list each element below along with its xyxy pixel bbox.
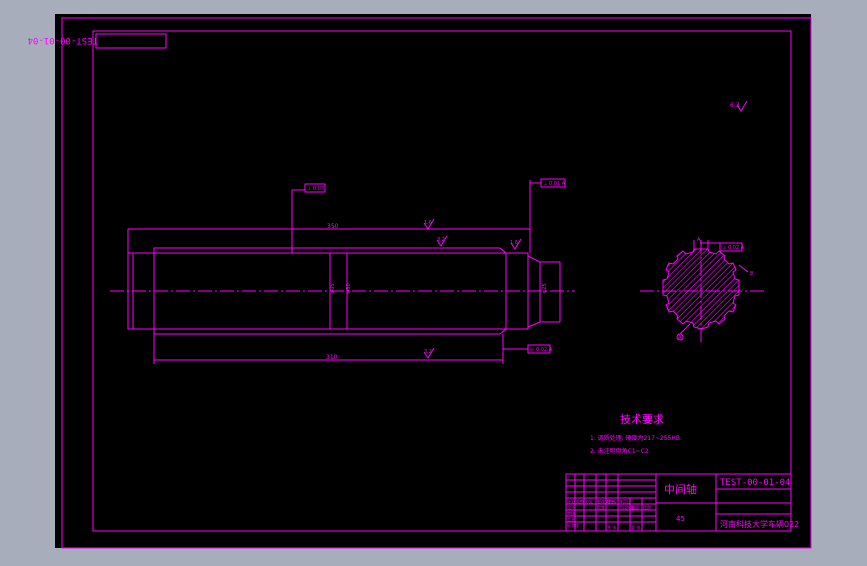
dimension-lines bbox=[127, 180, 541, 364]
tb-row-label-5: 年月日 bbox=[619, 498, 631, 504]
title-part-name: 中间轴 bbox=[664, 482, 697, 496]
roughness-symbol-1 bbox=[423, 218, 435, 230]
tb-sub-label-2: 工艺 bbox=[567, 517, 575, 522]
roughness-3-value: 1.6 bbox=[510, 240, 518, 246]
tb-stage-label-2: 比例 bbox=[643, 504, 651, 510]
title-material: 45 bbox=[676, 515, 685, 523]
dim-diameter-2: φ30 bbox=[346, 283, 352, 293]
roughness-global-value: 6.3 bbox=[730, 102, 740, 109]
tb-row-label-2: 分区 bbox=[585, 498, 593, 504]
datum-label: A bbox=[697, 237, 701, 243]
tolerance-bottom-text: ◎ 0.02 A bbox=[530, 347, 553, 353]
inner-frame bbox=[92, 30, 792, 532]
tb-row-label-4: 签名 bbox=[607, 498, 615, 504]
tolerance-frame-bottom bbox=[527, 344, 551, 354]
code-stamp-text: TEST-00-01-04 bbox=[28, 35, 98, 45]
tb-row-label-0: 标记 bbox=[567, 498, 575, 504]
tolerance-frame-top bbox=[304, 183, 326, 193]
tb-sub-label-1: 审核 bbox=[567, 510, 575, 516]
roughness-4-value: 3.2 bbox=[424, 349, 432, 355]
title-block bbox=[565, 473, 792, 532]
roughness-1-value: 1.6 bbox=[424, 220, 432, 226]
dim-diameter-1: φ35 bbox=[330, 283, 336, 293]
tb-sub-label-4: 批准 bbox=[597, 504, 605, 510]
title-company: 河南科技大学车辆022 bbox=[720, 519, 799, 529]
tolerance-section-text: ⊥ 0.02 A bbox=[722, 245, 745, 251]
roughness-symbol-global bbox=[736, 100, 748, 112]
tb-row-label-1: 处数 bbox=[576, 498, 584, 504]
roughness-symbol-3 bbox=[510, 238, 522, 250]
tolerance-top-text: ⊥ 0.03 bbox=[307, 186, 324, 192]
roughness-symbol-4 bbox=[423, 347, 435, 359]
tb-sub-label-3: 标准化 bbox=[567, 522, 579, 528]
roughness-2-value: 3.2 bbox=[437, 237, 445, 243]
tolerance-frame-section bbox=[719, 242, 743, 252]
outer-frame bbox=[61, 17, 812, 549]
tb-sheet-label-1: 第 张 bbox=[631, 524, 640, 530]
tolerance-right-text: ⊥ 0.01 A bbox=[543, 181, 566, 187]
dim-total-label: 350 bbox=[327, 223, 339, 230]
section-dim-b: 8 bbox=[750, 271, 753, 277]
roughness-symbol-2 bbox=[436, 235, 448, 247]
section-label-a: A bbox=[678, 335, 682, 341]
requirements-line-1: 1. 调质处理, 硬度为217~255HB. bbox=[590, 434, 682, 442]
dim-body-label: 310 bbox=[326, 354, 338, 361]
requirements-title: 技术要求 bbox=[620, 413, 664, 426]
tb-sheet-label-0: 共 张 bbox=[607, 524, 616, 530]
section-view bbox=[662, 240, 749, 341]
requirements-line-2: 2. 未注明倒角C1~C2. bbox=[590, 447, 651, 455]
tb-stage-label-0: 阶段标记 bbox=[619, 504, 635, 510]
code-stamp-box bbox=[95, 33, 167, 49]
tb-sub-label-0: 设计 bbox=[567, 504, 575, 510]
title-drawing-no: TEST-00-01-04 bbox=[720, 478, 790, 488]
tb-stage-label-1: 重量 bbox=[631, 504, 639, 510]
dim-diameter-3: φ25 bbox=[542, 283, 548, 293]
tb-row-label-3: 更改文件号 bbox=[597, 498, 617, 504]
tolerance-frame-right bbox=[540, 178, 566, 188]
